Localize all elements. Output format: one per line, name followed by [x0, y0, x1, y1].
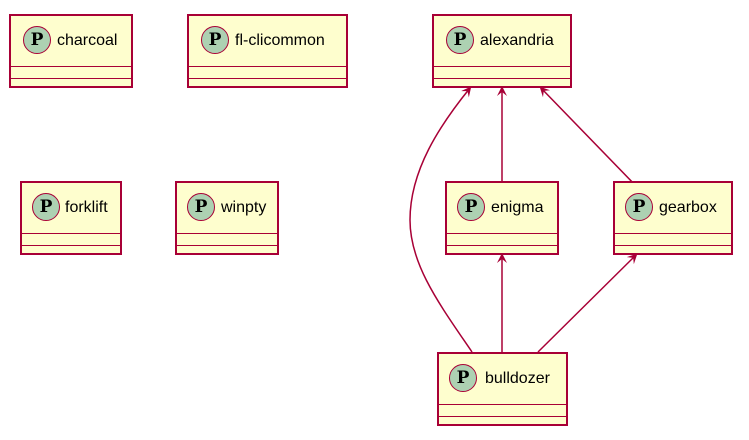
edge-bulldozer-gearbox [537, 253, 638, 353]
package-name: enigma [491, 199, 544, 216]
package-charcoal: P charcoal [9, 14, 133, 88]
package-bulldozer: P bulldozer [437, 352, 568, 426]
edge-bulldozer-alexandria [409, 86, 473, 353]
package-name: forklift [65, 199, 108, 216]
package-stereotype-icon: P [446, 26, 474, 54]
package-stereotype-icon: P [201, 26, 229, 54]
package-stereotype-icon: P [625, 193, 653, 221]
package-stereotype-icon: P [187, 193, 215, 221]
package-name: charcoal [57, 32, 118, 49]
package-gearbox: P gearbox [613, 181, 733, 255]
edge-gearbox-alexandria [539, 86, 637, 187]
package-name: gearbox [659, 199, 717, 216]
package-forklift: P forklift [20, 181, 122, 255]
package-enigma: P enigma [445, 181, 559, 255]
package-stereotype-icon: P [32, 193, 60, 221]
package-winpty: P winpty [175, 181, 279, 255]
package-stereotype-icon: P [23, 26, 51, 54]
package-name: winpty [221, 199, 267, 216]
package-stereotype-icon: P [449, 364, 477, 392]
package-stereotype-icon: P [457, 193, 485, 221]
package-fl-clicommon: P fl-clicommon [187, 14, 348, 88]
package-alexandria: P alexandria [432, 14, 572, 88]
package-name: bulldozer [485, 370, 550, 387]
package-name: alexandria [480, 32, 554, 49]
package-name: fl-clicommon [235, 32, 325, 49]
